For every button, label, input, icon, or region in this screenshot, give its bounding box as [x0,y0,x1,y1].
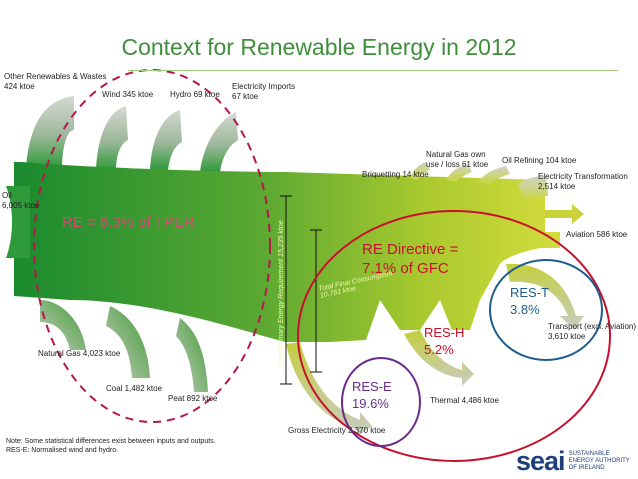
tper-ring [33,69,271,423]
flow-transport [506,263,584,330]
logo-wordmark: seai [516,446,566,476]
label-tper: Total Primary Energy Requirement 15,235 … [278,220,285,366]
label-oil-refining: Oil Refining 104 ktoe [502,156,577,165]
flow-hydro [150,110,182,170]
gfc-ring [297,210,611,462]
page-title: Context for Renewable Energy in 2012 [121,34,517,60]
flow-peat [176,318,208,392]
flow-other-renewables [26,96,74,168]
flow-gross-electricity [286,342,372,436]
callout-re-tper: RE = 6.3% of TPER [62,214,195,231]
flow-electricity-transformation [518,176,548,202]
flow-natural-gas [40,300,86,350]
flow-oil-refining [478,166,510,184]
label-gross-electricity: Gross Electricity 2,370 ktoe [288,426,386,435]
label-natural-gas: Natural Gas 4,023 ktoe [38,349,121,358]
label-peat: Peat 892 ktoe [168,394,218,403]
flow-electricity-imports [200,112,238,172]
res-e-ring [341,357,421,447]
flow-natural-gas-own-use [446,164,472,182]
flow-oil-entry [6,186,30,258]
label-coal: Coal 1,482 ktoe [106,384,163,393]
flow-aviation [545,204,584,224]
footnote: Note: Some statistical differences exist… [6,438,216,454]
label-transport: Transport (excl. Aviation)3,610 ktoe [548,322,637,341]
flow-coal [106,306,150,378]
label-briquetting: Briquetting 14 ktoe [362,170,429,179]
flow-wind [96,106,128,170]
flow-briquetting [410,162,430,180]
callout-re-directive: RE Directive =7.1% of GFC [362,241,459,277]
label-thermal: Thermal 4,486 ktoe [430,396,499,405]
flow-thermal [404,330,474,386]
res-t-ring [489,259,603,361]
label-hydro: Hydro 69 ktoe [170,90,220,99]
label-aviation: Aviation 586 ktoe [566,230,628,239]
title-underline [128,70,618,71]
flow-main-trunk [14,162,560,342]
label-wind: Wind 345 ktoe [102,90,154,99]
